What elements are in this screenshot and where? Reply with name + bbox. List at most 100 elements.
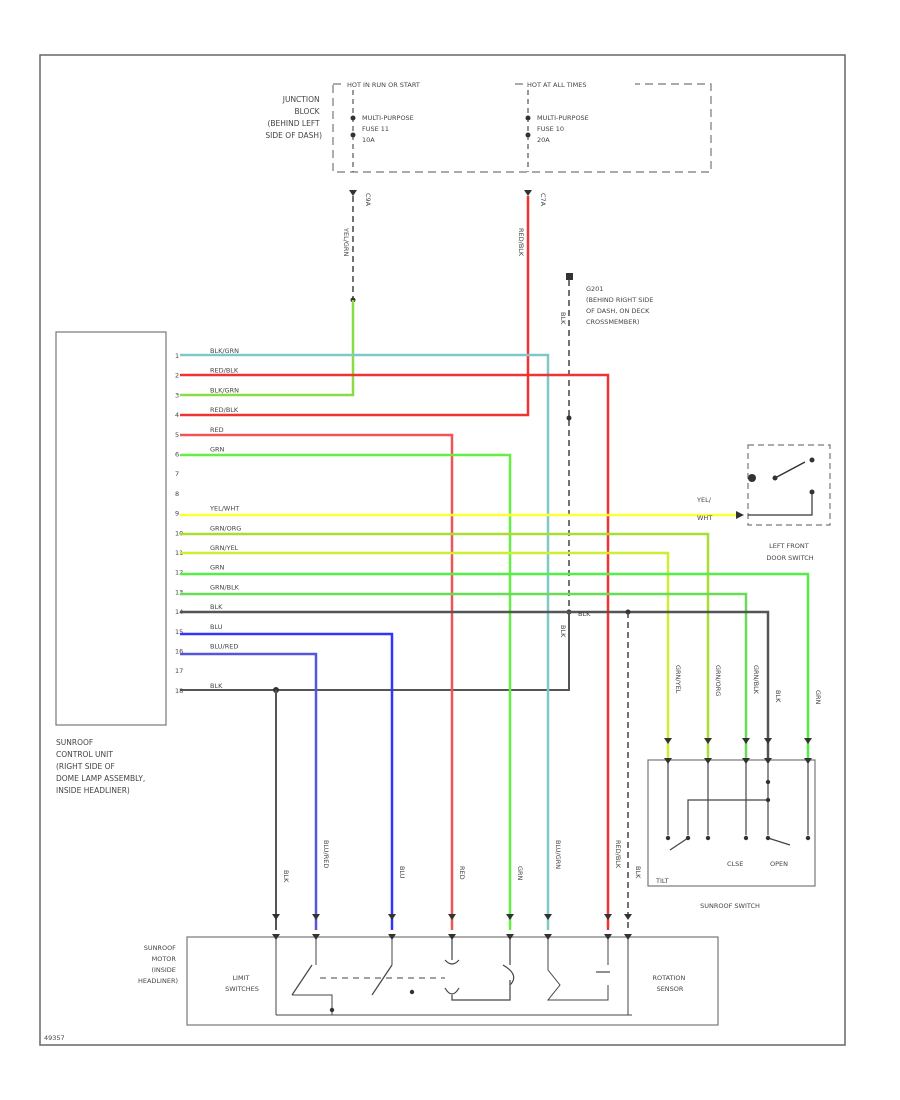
fuse-11-icon	[350, 115, 356, 121]
switch-wire-labels: GRN/YEL GRN/ORG GRN/BLK BLK GRN	[674, 665, 822, 705]
svg-text:GRN/BLK: GRN/BLK	[752, 665, 760, 695]
svg-text:BLU/GRN: BLU/GRN	[554, 840, 562, 869]
svg-text:BLU: BLU	[398, 866, 406, 879]
wire-label-door-switch: YEL/ WHT	[696, 496, 713, 522]
motor-pin-icon	[448, 934, 456, 940]
pin-wire-label-12: GRN	[210, 564, 225, 572]
switch-pin-icon	[704, 758, 712, 764]
pin-number-15: 15	[175, 628, 183, 636]
motor-pin-icon	[624, 934, 632, 940]
motor-pin-icon	[624, 914, 632, 920]
svg-text:BLK: BLK	[634, 866, 642, 879]
motor-pin-icon	[388, 934, 396, 940]
ground-symbol-icon	[566, 273, 573, 280]
switch-pin-icon	[804, 758, 812, 764]
hot-in-run-or-start-label: HOT IN RUN OR START	[347, 81, 420, 89]
svg-text:GRN: GRN	[814, 690, 822, 705]
pin-number-12: 12	[175, 569, 183, 577]
pin-wire-label-16: BLU/RED	[210, 643, 238, 651]
svg-text:RED/BLK: RED/BLK	[614, 840, 622, 869]
switch-pin-icon	[764, 738, 772, 744]
pin-number-4: 4	[175, 411, 179, 419]
ground-g201: G201 (BEHIND RIGHT SIDE OF DASH, ON DECK…	[180, 273, 655, 691]
svg-text:BLK: BLK	[774, 690, 782, 703]
motor-pin-icon	[448, 914, 456, 920]
pin-number-2: 2	[175, 372, 179, 380]
motor-pin-icon	[312, 934, 320, 940]
svg-text:BLK: BLK	[282, 870, 290, 883]
motor-pin-icon	[272, 914, 280, 920]
pin-number-18: 18	[175, 687, 183, 695]
sunroof-control-unit: SUNROOF CONTROL UNIT (RIGHT SIDE OF DOME…	[55, 331, 241, 795]
pin-number-13: 13	[175, 588, 183, 596]
sunroof-motor: SUNROOF MOTOR (INSIDE HEADLINER) LIMIT S…	[138, 914, 719, 1026]
sunroof-switch: CLSE OPEN TILT SUNROOF SWITCH	[647, 759, 816, 910]
switch-pin-icon	[804, 738, 812, 744]
door-switch-bulb-icon	[748, 474, 756, 482]
switch-open-label: OPEN	[770, 860, 788, 868]
pin-wire-label-4: RED/BLK	[210, 406, 239, 414]
wire-label-splice: BLK	[578, 610, 591, 618]
svg-text:GRN/YEL: GRN/YEL	[674, 665, 682, 694]
pin-number-6: 6	[175, 451, 179, 459]
motor-pin-icon	[312, 914, 320, 920]
wire-label-ground-lower: BLK	[559, 625, 567, 638]
wire-label-fuse10: RED/BLK	[517, 228, 525, 257]
fuse-10-icon	[525, 115, 531, 121]
pin-wire-label-15: BLU	[210, 623, 223, 631]
pin-number-17: 17	[175, 667, 183, 675]
pin-wire-label-18: BLK	[210, 682, 223, 690]
connector-c7a-label: C7A	[539, 193, 547, 207]
door-switch-outline	[747, 444, 831, 526]
connector-c7a-pin-icon	[524, 190, 532, 196]
pin-wire-label-10: GRN/ORG	[210, 524, 241, 532]
motor-pin-icon	[506, 934, 514, 940]
motor-icon	[444, 937, 515, 1001]
motor-pin-icon	[544, 934, 552, 940]
motor-pin-icon	[544, 914, 552, 920]
ground-label: G201 (BEHIND RIGHT SIDE OF DASH, ON DECK…	[586, 285, 655, 326]
switch-pin-icon	[742, 738, 750, 744]
switch-pin-icon	[742, 758, 750, 764]
pin-wire-label-3: BLK/GRN	[210, 386, 239, 394]
limit-switches-label: LIMIT SWITCHES	[225, 974, 259, 993]
svg-text:GRN: GRN	[516, 866, 524, 881]
left-front-door-switch: LEFT FRONT DOOR SWITCH	[736, 444, 831, 562]
motor-wire-labels: BLK BLU/RED BLU RED GRN BLU/GRN RED/BLK …	[282, 840, 642, 883]
harness-wires: BLK YEL/ WHT	[180, 353, 810, 930]
switch-pin-icon	[704, 738, 712, 744]
switch-pin-icon	[664, 738, 672, 744]
motor-pin-icon	[604, 934, 612, 940]
wire-label-ground-upper: BLK	[559, 312, 567, 325]
diagram-border	[39, 54, 846, 1046]
pin-number-5: 5	[175, 431, 179, 439]
pin-number-9: 9	[175, 510, 179, 518]
motor-pin-icon	[388, 914, 396, 920]
pin-number-16: 16	[175, 648, 183, 656]
fuse-11-label: MULTI-PURPOSE FUSE 11 10A	[362, 114, 416, 144]
connector-c9a-label: C9A	[364, 193, 372, 207]
switch-pin-icon	[764, 758, 772, 764]
sunroof-switch-label: SUNROOF SWITCH	[700, 902, 760, 910]
control-unit-box	[55, 331, 167, 726]
junction-block-outline	[332, 83, 712, 173]
connector-c9a-pin-icon	[349, 190, 357, 196]
svg-text:BLU/RED: BLU/RED	[322, 840, 330, 868]
junction-block-label: JUNCTION BLOCK (BEHIND LEFT SIDE OF DASH…	[265, 95, 322, 140]
pin-wire-label-6: GRN	[210, 446, 225, 454]
fuse-10-label: MULTI-PURPOSE FUSE 10 20A	[537, 114, 591, 144]
pin-wire-label-5: RED	[210, 426, 224, 434]
pin-number-14: 14	[175, 608, 183, 616]
feed-wires: YEL/GRN RED/BLK	[180, 196, 530, 417]
motor-connector-pins	[272, 914, 632, 940]
pin-number-10: 10	[175, 529, 183, 537]
motor-pin-icon	[604, 914, 612, 920]
control-unit-pins: 1BLK/GRN2RED/BLK3BLK/GRN4RED/BLK5RED6GRN…	[175, 347, 241, 695]
svg-text:RED: RED	[458, 866, 466, 880]
figure-id: 49357	[44, 1034, 65, 1042]
pin-wire-label-1: BLK/GRN	[210, 347, 239, 355]
pin-wire-label-11: GRN/YEL	[210, 544, 239, 552]
pin-number-7: 7	[175, 470, 179, 478]
pin-number-11: 11	[175, 549, 183, 557]
